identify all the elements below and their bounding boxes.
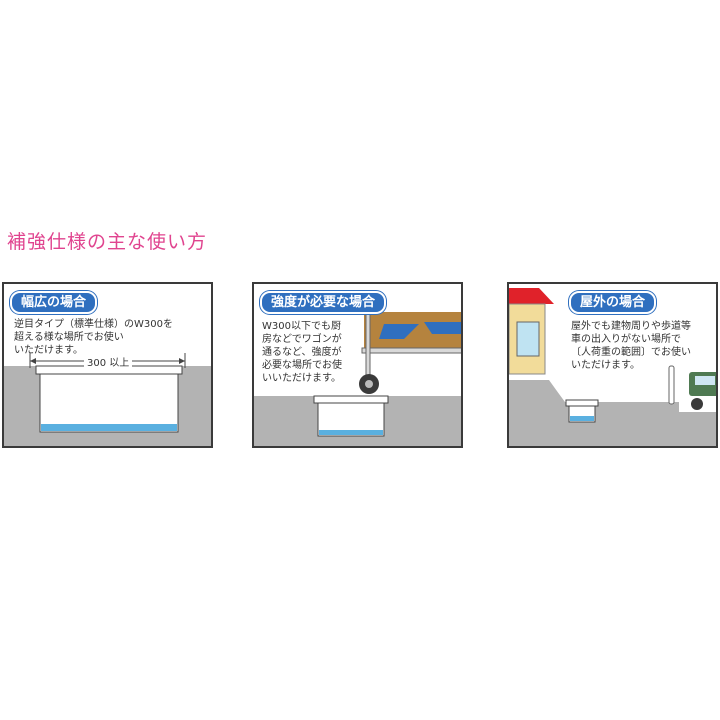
outdoor-illustration [509, 288, 716, 446]
panel-wide: 幅広の場合 逆目タイプ（標準仕様）のW300を 超える様な場所でお使い いただけ… [2, 282, 213, 448]
wagon-illustration [254, 312, 461, 446]
panel-strength: 強度が必要な場合 W300以下でも厨 房などでワゴンが 通るなど、強度が 必要な… [252, 282, 463, 448]
page-heading: 補強仕様の主な使い方 [7, 231, 208, 253]
panel-title: 幅広の場合 [10, 291, 98, 314]
panel-title: 強度が必要な場合 [260, 291, 387, 314]
panel-outdoor: 屋外の場合 屋外でも建物周りや歩道等 車の出入りがない場所で 〔人荷重の範囲〕で… [507, 282, 718, 448]
panel-description: W300以下でも厨 房などでワゴンが 通るなど、強度が 必要な場所でお使 いいた… [262, 321, 342, 384]
panel-title: 屋外の場合 [569, 291, 657, 314]
panel-description: 逆目タイプ（標準仕様）のW300を 超える様な場所でお使い いただけます。 [14, 319, 173, 356]
dimension-label: 300 以上 [84, 354, 133, 369]
panel-description: 屋外でも建物周りや歩道等 車の出入りがない場所で 〔人荷重の範囲〕でお使い いた… [571, 321, 691, 371]
wide-channel-illustration [4, 353, 211, 446]
